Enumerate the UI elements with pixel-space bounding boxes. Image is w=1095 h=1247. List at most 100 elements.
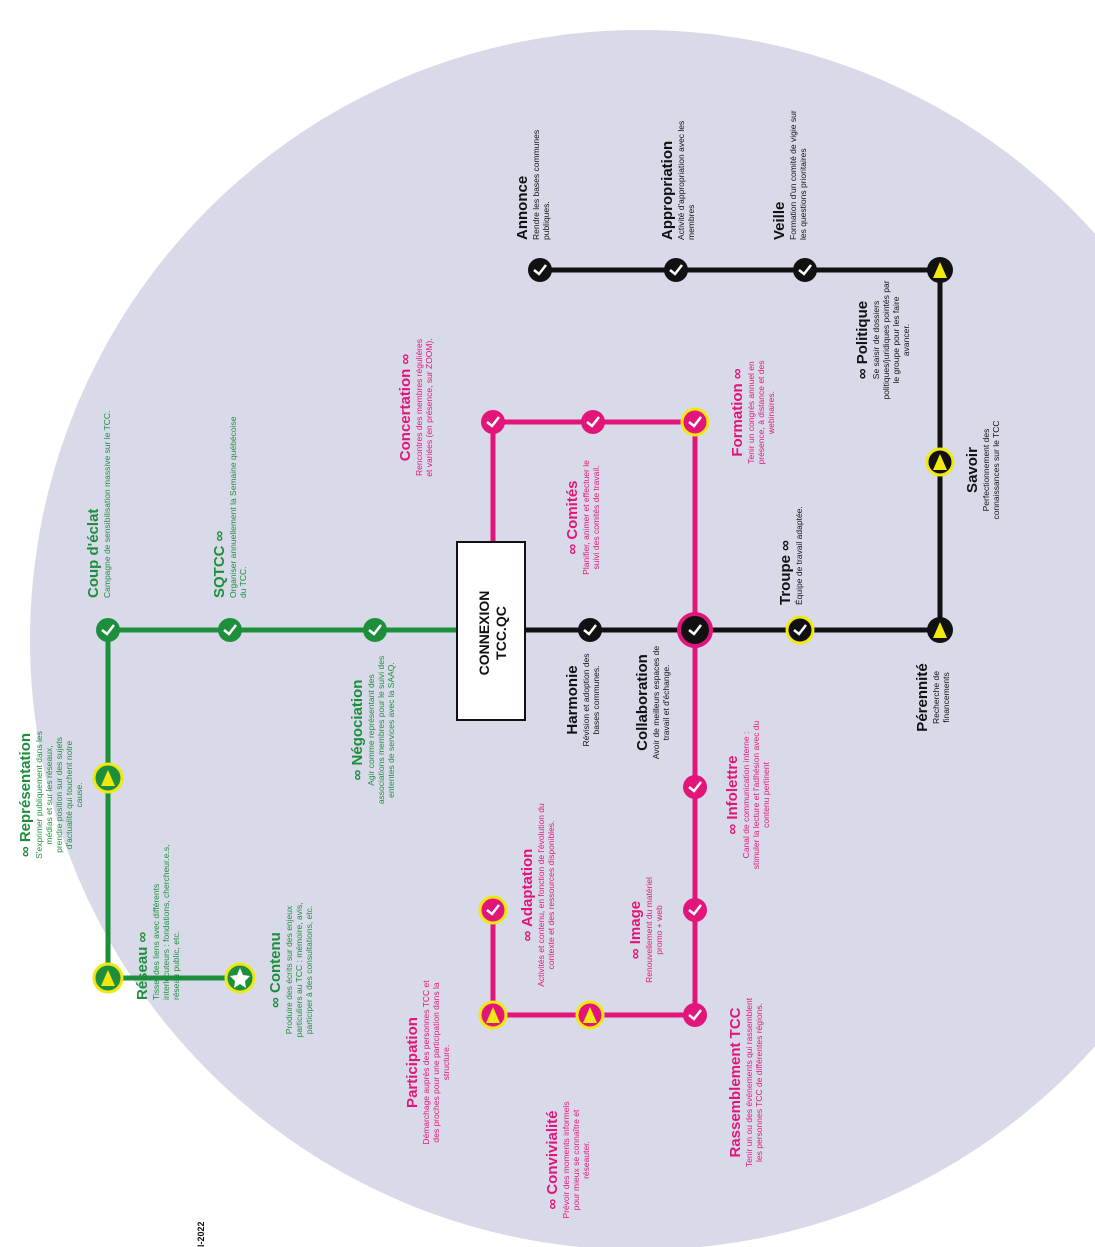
label-reseau: Réseau ∞ Tisser des liens avec différent… <box>134 840 181 1000</box>
infinity-icon: ∞ <box>211 530 228 542</box>
node-troupe <box>785 615 815 645</box>
politique-title: Politique <box>854 300 871 365</box>
node-coup-eclat <box>96 618 120 642</box>
collaboration-text: Avoir de meilleurs espaces de travail et… <box>651 645 671 760</box>
green-branch-lines <box>105 627 456 981</box>
label-representation: ∞ Représentation S'exprimer publiquement… <box>17 730 84 860</box>
center-box: CONNEXION TCC.QC <box>456 541 526 721</box>
background-circle <box>30 30 1095 1247</box>
convivialite-title: Convivialité <box>544 1110 561 1195</box>
sqtcc-title: SQTCC <box>211 545 228 599</box>
label-troupe: Troupe ∞ Équipe de travail adaptée. <box>777 505 804 605</box>
node-politique <box>927 257 953 283</box>
label-negociation: ∞ Négociation Agir comme représentant de… <box>349 650 396 810</box>
center-title: CONNEXION TCC.QC <box>476 591 510 676</box>
node-appropriation <box>664 258 688 282</box>
veille-text: Formation d'un comité de vigie sur les q… <box>788 110 808 240</box>
adaptation-text: Activités et contenu, en fonction de l'é… <box>536 803 556 987</box>
infinity-icon: ∞ <box>397 353 414 365</box>
label-appropriation: Appropriation Activité d'appropriation a… <box>659 90 696 240</box>
node-negociation <box>363 618 387 642</box>
label-politique: ∞ Politique Se saisir de dossiers politi… <box>854 280 911 400</box>
center-title-line1: CONNEXION <box>476 590 492 676</box>
infinity-icon: ∞ <box>854 368 871 380</box>
label-comites: ∞ Comités Planifier, animer et effectuer… <box>564 455 601 580</box>
node-formation <box>680 407 710 437</box>
node-contenu <box>224 962 256 994</box>
infinity-icon: ∞ <box>17 846 34 858</box>
node-harmonie <box>578 618 602 642</box>
contenu-text: Produire des écrits sur des enjeux parti… <box>284 902 314 1038</box>
annonce-title: Annonce <box>514 175 531 240</box>
infinity-icon: ∞ <box>349 769 366 781</box>
infinity-icon: ∞ <box>564 543 581 555</box>
appropriation-title: Appropriation <box>659 140 676 240</box>
label-annonce: Annonce Rendre les bases communes publiq… <box>514 100 551 240</box>
infinity-icon: ∞ <box>544 1198 561 1210</box>
infinity-icon: ∞ <box>777 540 794 551</box>
node-reseau <box>92 962 124 994</box>
label-concertation: Concertation ∞ Rencontres des membres ré… <box>397 335 434 480</box>
savoir-text: Perfectionnement des connaissances sur l… <box>981 420 1001 520</box>
label-coup-eclat: Coup d'éclat Campagne de sensibilisation… <box>85 408 112 598</box>
troupe-text: Équipe de travail adaptée. <box>794 506 804 605</box>
negociation-title: Négociation <box>349 679 366 766</box>
reseau-title: Réseau <box>134 946 151 1000</box>
infolettre-text: Canal de communication interne : stimule… <box>741 720 771 870</box>
perennite-text: Recherche de financements <box>931 671 951 724</box>
label-adaptation: ∞ Adaptation Activités et contenu, en fo… <box>519 800 556 990</box>
coup-eclat-text: Campagne de sensibilisation massive sur … <box>102 410 112 598</box>
node-annonce <box>528 258 552 282</box>
representation-text: S'exprimer publiquement dans les médias … <box>34 731 84 859</box>
label-rassemblement: Rassemblement TCC Tenir un ou des événem… <box>727 995 764 1170</box>
label-perennite: Pérennité Recherche de financements <box>914 650 951 745</box>
label-participation: Participation Démarchage auprès des pers… <box>404 975 451 1150</box>
label-infolettre: ∞ Infolettre Canal de communication inte… <box>724 720 771 870</box>
label-image: ∞ Image Renouvellement du matériel promo… <box>627 875 664 985</box>
veille-title: Veille <box>771 201 788 240</box>
label-collaboration: Collaboration Avoir de meilleurs espaces… <box>634 640 671 765</box>
reseau-text: Tisser des liens avec différents interlo… <box>151 844 181 1000</box>
image-text: Renouvellement du matériel promo + web <box>644 877 664 983</box>
convivialite-text: Prévoir des moments informels pour mieux… <box>561 1101 591 1219</box>
harmonie-title: Harmonie <box>564 665 581 735</box>
adaptation-title: Adaptation <box>519 848 536 927</box>
node-convivialite <box>575 1000 605 1030</box>
infinity-icon: ∞ <box>519 930 536 942</box>
contenu-title: Contenu <box>267 932 284 993</box>
infinity-icon: ∞ <box>729 368 746 380</box>
formation-text: Tenir un congrès annuel en présence, à d… <box>746 360 776 465</box>
perennite-title: Pérennité <box>914 663 931 732</box>
comites-title: Comités <box>564 480 581 540</box>
coup-eclat-title: Coup d'éclat <box>85 508 102 598</box>
appropriation-text: Activité d'appropriation avec les membre… <box>676 120 696 240</box>
infinity-icon: ∞ <box>134 931 151 943</box>
footer-text: l-2022 <box>196 1221 206 1247</box>
node-perennite <box>927 617 953 643</box>
sqtcc-text: Organiser annuellement la Semaine québéc… <box>228 416 248 598</box>
node-rassemblement <box>683 1003 707 1027</box>
concertation-title: Concertation <box>397 368 414 462</box>
savoir-title: Savoir <box>964 447 981 493</box>
label-harmonie: Harmonie Révision et adoption des bases … <box>564 645 601 755</box>
comites-text: Planifier, animer et effectuer le suivi … <box>581 460 601 575</box>
label-convivialite: ∞ Convivialité Prévoir des moments infor… <box>544 1095 591 1225</box>
node-savoir <box>925 447 955 477</box>
label-formation: Formation ∞ Tenir un congrès annuel en p… <box>729 345 776 480</box>
formation-title: Formation <box>729 383 746 457</box>
node-representation <box>92 762 124 794</box>
infinity-icon: ∞ <box>627 948 644 960</box>
center-title-line2: TCC.QC <box>493 606 509 660</box>
node-collaboration <box>677 612 713 648</box>
label-savoir: Savoir Perfectionnement des connaissance… <box>964 400 1001 540</box>
node-veille <box>793 258 817 282</box>
label-contenu: ∞ Contenu Produire des écrits sur des en… <box>267 885 314 1055</box>
infinity-icon: ∞ <box>267 997 284 1008</box>
concertation-text: Rencontres des membres régulières et var… <box>414 338 434 477</box>
node-comites <box>581 410 605 434</box>
node-concertation <box>481 410 505 434</box>
rassemblement-text: Tenir un ou des événements qui rassemble… <box>744 997 764 1168</box>
node-sqtcc <box>218 618 242 642</box>
rassemblement-title: Rassemblement TCC <box>727 1007 744 1158</box>
